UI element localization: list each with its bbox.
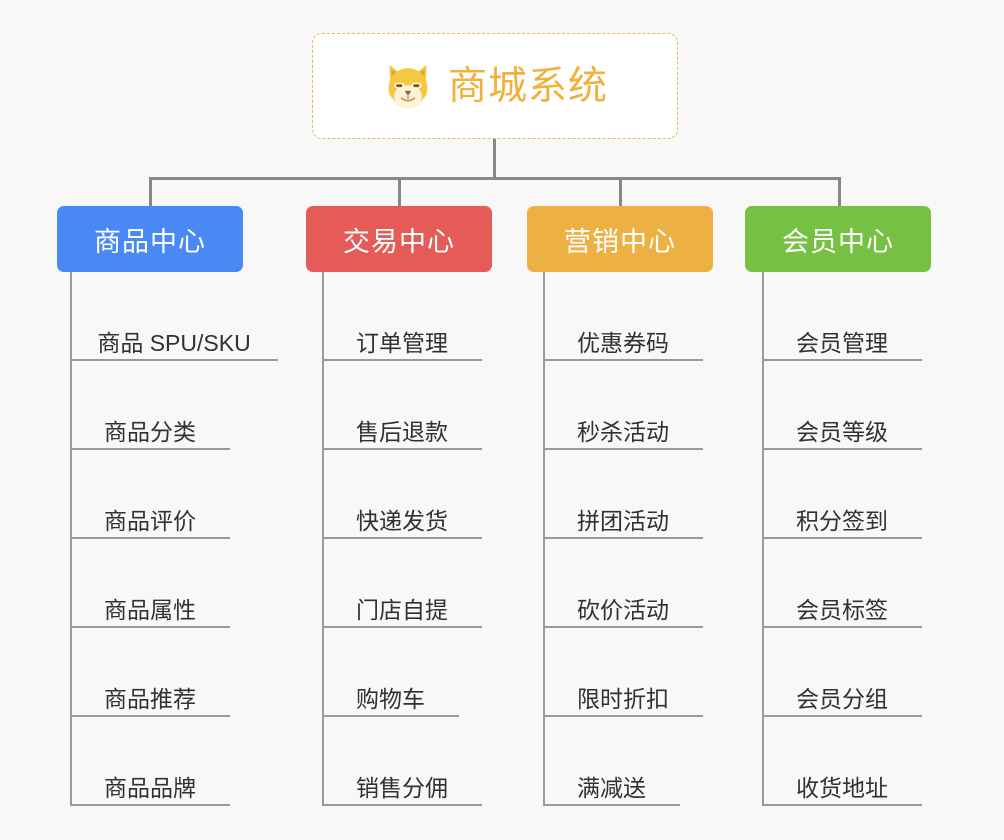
leaf-label: 积分签到 [796,507,888,534]
leaf-item[interactable]: 砍价活动 [543,539,703,628]
leaf-spine-4 [762,272,764,806]
leaf-item[interactable]: 购物车 [322,628,459,717]
category-box-3[interactable]: 营销中心 [527,206,713,272]
leaf-item[interactable]: 商品 SPU/SKU [70,272,278,361]
leaf-label: 商品属性 [104,596,196,623]
category-label-3: 营销中心 [564,226,676,257]
leaf-item[interactable]: 会员标签 [762,539,922,628]
leaf-label: 限时折扣 [577,685,669,712]
leaf-label: 售后退款 [356,418,448,445]
leaf-label: 收货地址 [796,774,888,801]
leaf-spine-3 [543,272,545,806]
leaf-item[interactable]: 快递发货 [322,450,482,539]
connector-drop-2 [398,177,401,208]
root-node[interactable]: 商城系统 [312,33,678,139]
leaf-item[interactable]: 售后退款 [322,361,482,450]
connector-horizontal-bus [149,177,841,180]
leaf-label: 快递发货 [356,507,448,534]
leaf-item[interactable]: 限时折扣 [543,628,703,717]
leaf-item[interactable]: 商品品牌 [70,717,230,806]
leaf-label: 商品推荐 [104,685,196,712]
leaf-item[interactable]: 商品评价 [70,450,230,539]
leaf-label: 砍价活动 [577,596,669,623]
leaf-item[interactable]: 商品属性 [70,539,230,628]
leaf-label: 商品 SPU/SKU [97,329,251,356]
category-label-2: 交易中心 [343,226,455,257]
leaf-label: 订单管理 [356,329,448,356]
leaf-label: 门店自提 [356,596,448,623]
shiba-dog-icon [388,64,428,109]
leaf-item[interactable]: 门店自提 [322,539,482,628]
leaf-label: 会员标签 [796,596,888,623]
connector-drop-1 [149,177,152,208]
leaf-item[interactable]: 商品分类 [70,361,230,450]
leaf-item[interactable]: 销售分佣 [322,717,482,806]
leaf-label: 优惠券码 [577,329,669,356]
connector-drop-4 [838,177,841,208]
category-box-2[interactable]: 交易中心 [306,206,492,272]
leaf-label: 满减送 [577,774,646,801]
category-box-1[interactable]: 商品中心 [57,206,243,272]
leaf-item[interactable]: 商品推荐 [70,628,230,717]
leaf-label: 会员管理 [796,329,888,356]
leaf-label: 秒杀活动 [577,418,669,445]
connector-drop-3 [619,177,622,208]
leaf-item[interactable]: 秒杀活动 [543,361,703,450]
leaf-item[interactable]: 满减送 [543,717,680,806]
leaf-item[interactable]: 订单管理 [322,272,482,361]
leaf-spine-1 [70,272,72,806]
category-box-4[interactable]: 会员中心 [745,206,931,272]
leaf-spine-2 [322,272,324,806]
leaf-label: 购物车 [356,685,425,712]
leaf-label: 拼团活动 [577,507,669,534]
leaf-item[interactable]: 拼团活动 [543,450,703,539]
leaf-label: 会员等级 [796,418,888,445]
root-title: 商城系统 [447,64,608,108]
leaf-label: 商品评价 [104,507,196,534]
category-label-1: 商品中心 [94,226,206,257]
leaf-item[interactable]: 会员管理 [762,272,922,361]
leaf-label: 会员分组 [796,685,888,712]
leaf-item[interactable]: 优惠券码 [543,272,703,361]
leaf-label: 销售分佣 [356,774,448,801]
leaf-item[interactable]: 积分签到 [762,450,922,539]
connector-root-stem [493,139,496,179]
leaf-label: 商品分类 [104,418,196,445]
leaf-label: 商品品牌 [104,774,196,801]
leaf-item[interactable]: 会员等级 [762,361,922,450]
leaf-item[interactable]: 会员分组 [762,628,922,717]
category-label-4: 会员中心 [782,226,894,257]
leaf-item[interactable]: 收货地址 [762,717,922,806]
